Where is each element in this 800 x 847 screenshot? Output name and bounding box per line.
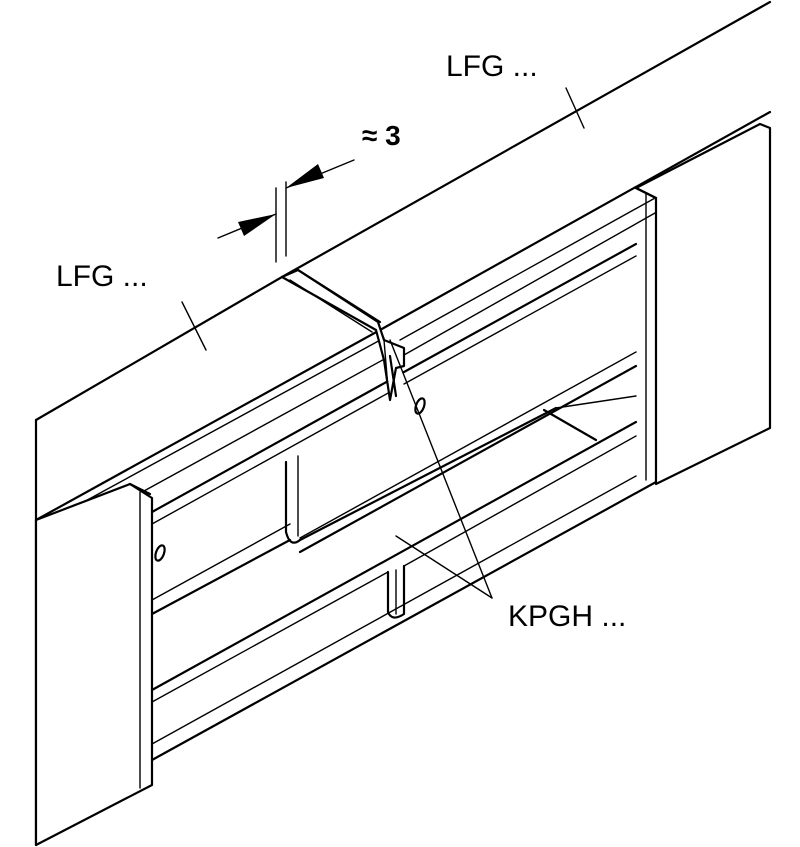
upper-duct-label: LFG ... [446, 50, 538, 83]
coupler-label: KPGH ... [508, 600, 627, 633]
right-end-cap [634, 122, 772, 486]
lower-duct-label: LFG ... [56, 260, 148, 293]
lower-coupler-clip [386, 564, 406, 619]
inner-divider [284, 395, 637, 544]
side-wall-profile [150, 242, 658, 762]
screw-holes [154, 397, 426, 562]
leader-lines [181, 87, 585, 599]
gap-dimension-label: ≈ 3 [362, 120, 401, 151]
upper-coupler-clip [280, 268, 406, 402]
gap-dimension [217, 159, 355, 263]
left-end-cap [34, 482, 154, 847]
